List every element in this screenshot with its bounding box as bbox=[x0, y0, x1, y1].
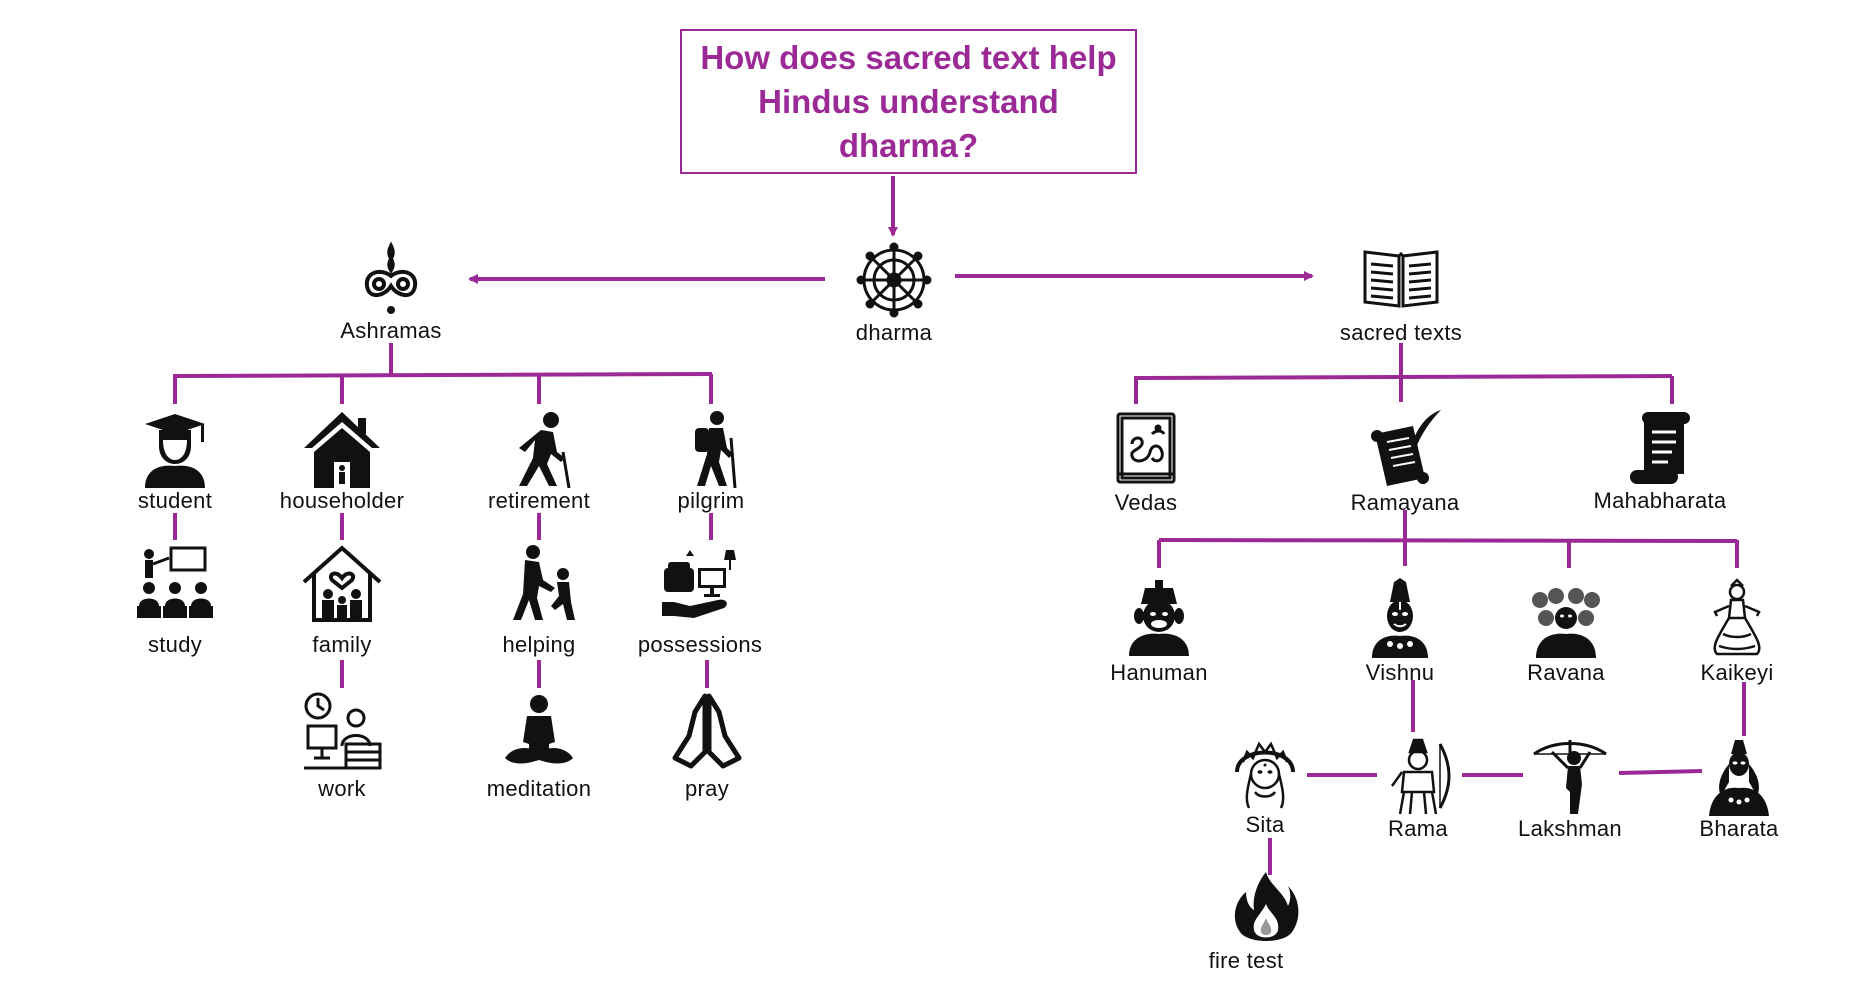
node-label-work: work bbox=[318, 776, 366, 801]
sita-icon bbox=[1225, 732, 1305, 812]
node-sita: Sita bbox=[1175, 732, 1355, 838]
dharma-wheel-icon bbox=[854, 240, 934, 320]
om-book-icon bbox=[1106, 408, 1186, 488]
node-label-vishnu: Vishnu bbox=[1365, 660, 1435, 685]
connector-lakshman-bharata bbox=[1618, 769, 1703, 775]
ravana-icon bbox=[1526, 578, 1606, 658]
node-label-householder: householder bbox=[279, 488, 405, 513]
node-label-kaikeyi: Kaikeyi bbox=[1700, 660, 1774, 685]
node-pilgrim: pilgrim bbox=[621, 408, 801, 514]
node-retirement: retirement bbox=[449, 408, 629, 514]
bharata-icon bbox=[1699, 736, 1779, 816]
question-title-box: How does sacred text help Hindus underst… bbox=[680, 29, 1137, 174]
node-label-student: student bbox=[137, 488, 213, 513]
node-label-possessions: possessions bbox=[637, 632, 763, 657]
node-label-meditation: meditation bbox=[486, 776, 592, 801]
node-label-ramayana: Ramayana bbox=[1350, 490, 1460, 515]
node-kaikeyi: Kaikeyi bbox=[1647, 578, 1827, 686]
node-label-family: family bbox=[312, 632, 372, 657]
node-student: student bbox=[85, 408, 265, 514]
node-lakshman: Lakshman bbox=[1480, 736, 1660, 842]
node-family: family bbox=[252, 544, 432, 658]
node-vedas: Vedas bbox=[1056, 408, 1236, 516]
node-label-mahabharata: Mahabharata bbox=[1593, 488, 1727, 513]
node-bharata: Bharata bbox=[1649, 736, 1829, 842]
om-lotus-icon bbox=[351, 238, 431, 318]
node-label-rama: Rama bbox=[1388, 816, 1448, 841]
meditation-icon bbox=[499, 692, 579, 772]
node-ramayana: Ramayana bbox=[1315, 408, 1495, 516]
scroll-quill-icon bbox=[1365, 408, 1445, 488]
node-helping: helping bbox=[449, 544, 629, 658]
lakshman-archer-icon bbox=[1530, 736, 1610, 816]
house-icon bbox=[302, 408, 382, 488]
connector-ramayana-bar bbox=[1158, 538, 1738, 543]
possessions-icon bbox=[660, 544, 740, 624]
node-pray: pray bbox=[617, 692, 797, 802]
node-label-sacred-texts: sacred texts bbox=[1339, 320, 1463, 345]
node-label-lakshman: Lakshman bbox=[1518, 816, 1622, 841]
node-label-retirement: retirement bbox=[487, 488, 591, 513]
family-home-icon bbox=[302, 544, 382, 624]
hanuman-icon bbox=[1119, 578, 1199, 658]
node-ashramas: Ashramas bbox=[301, 238, 481, 344]
node-sacred-texts: sacred texts bbox=[1311, 240, 1491, 346]
kaikeyi-icon bbox=[1697, 578, 1777, 658]
node-study: study bbox=[85, 544, 265, 658]
vishnu-icon bbox=[1360, 578, 1440, 658]
node-label-fire-test: fire test bbox=[1208, 948, 1284, 973]
node-label-hanuman: Hanuman bbox=[1110, 660, 1208, 685]
node-label-helping: helping bbox=[502, 632, 576, 657]
node-work: work bbox=[252, 692, 432, 802]
node-label-pilgrim: pilgrim bbox=[677, 488, 745, 513]
node-label-study: study bbox=[147, 632, 203, 657]
classroom-icon bbox=[135, 544, 215, 624]
node-vishnu: Vishnu bbox=[1310, 578, 1490, 686]
open-book-icon bbox=[1361, 240, 1441, 320]
scroll-icon bbox=[1620, 408, 1700, 488]
node-householder: householder bbox=[252, 408, 432, 514]
rama-icon bbox=[1378, 736, 1458, 816]
node-rama: Rama bbox=[1328, 736, 1508, 842]
node-label-sita: Sita bbox=[1245, 812, 1285, 837]
fire-icon bbox=[1226, 870, 1306, 950]
node-label-vedas: Vedas bbox=[1114, 490, 1178, 515]
node-label-pray: pray bbox=[685, 776, 729, 801]
node-dharma: dharma bbox=[804, 240, 984, 346]
office-worker-icon bbox=[302, 692, 382, 772]
node-mahabharata: Mahabharata bbox=[1570, 408, 1750, 514]
node-meditation: meditation bbox=[449, 692, 629, 802]
node-ravana: Ravana bbox=[1476, 578, 1656, 686]
connector-ashramas-bar bbox=[174, 372, 713, 378]
praying-hands-icon bbox=[667, 692, 747, 772]
connector-sacred-texts-bar bbox=[1135, 374, 1673, 380]
helping-person-icon bbox=[499, 544, 579, 624]
node-label-ravana: Ravana bbox=[1527, 660, 1605, 685]
graduate-icon bbox=[135, 408, 215, 488]
node-label-ashramas: Ashramas bbox=[340, 318, 442, 343]
hiker-icon bbox=[671, 408, 751, 488]
question-title: How does sacred text help Hindus underst… bbox=[700, 38, 1117, 164]
node-fire-test: fire test bbox=[1156, 870, 1336, 974]
node-label-dharma: dharma bbox=[855, 320, 933, 345]
elderly-person-icon bbox=[499, 408, 579, 488]
node-hanuman: Hanuman bbox=[1069, 578, 1249, 686]
node-possessions: possessions bbox=[610, 544, 790, 658]
node-label-bharata: Bharata bbox=[1699, 816, 1779, 841]
